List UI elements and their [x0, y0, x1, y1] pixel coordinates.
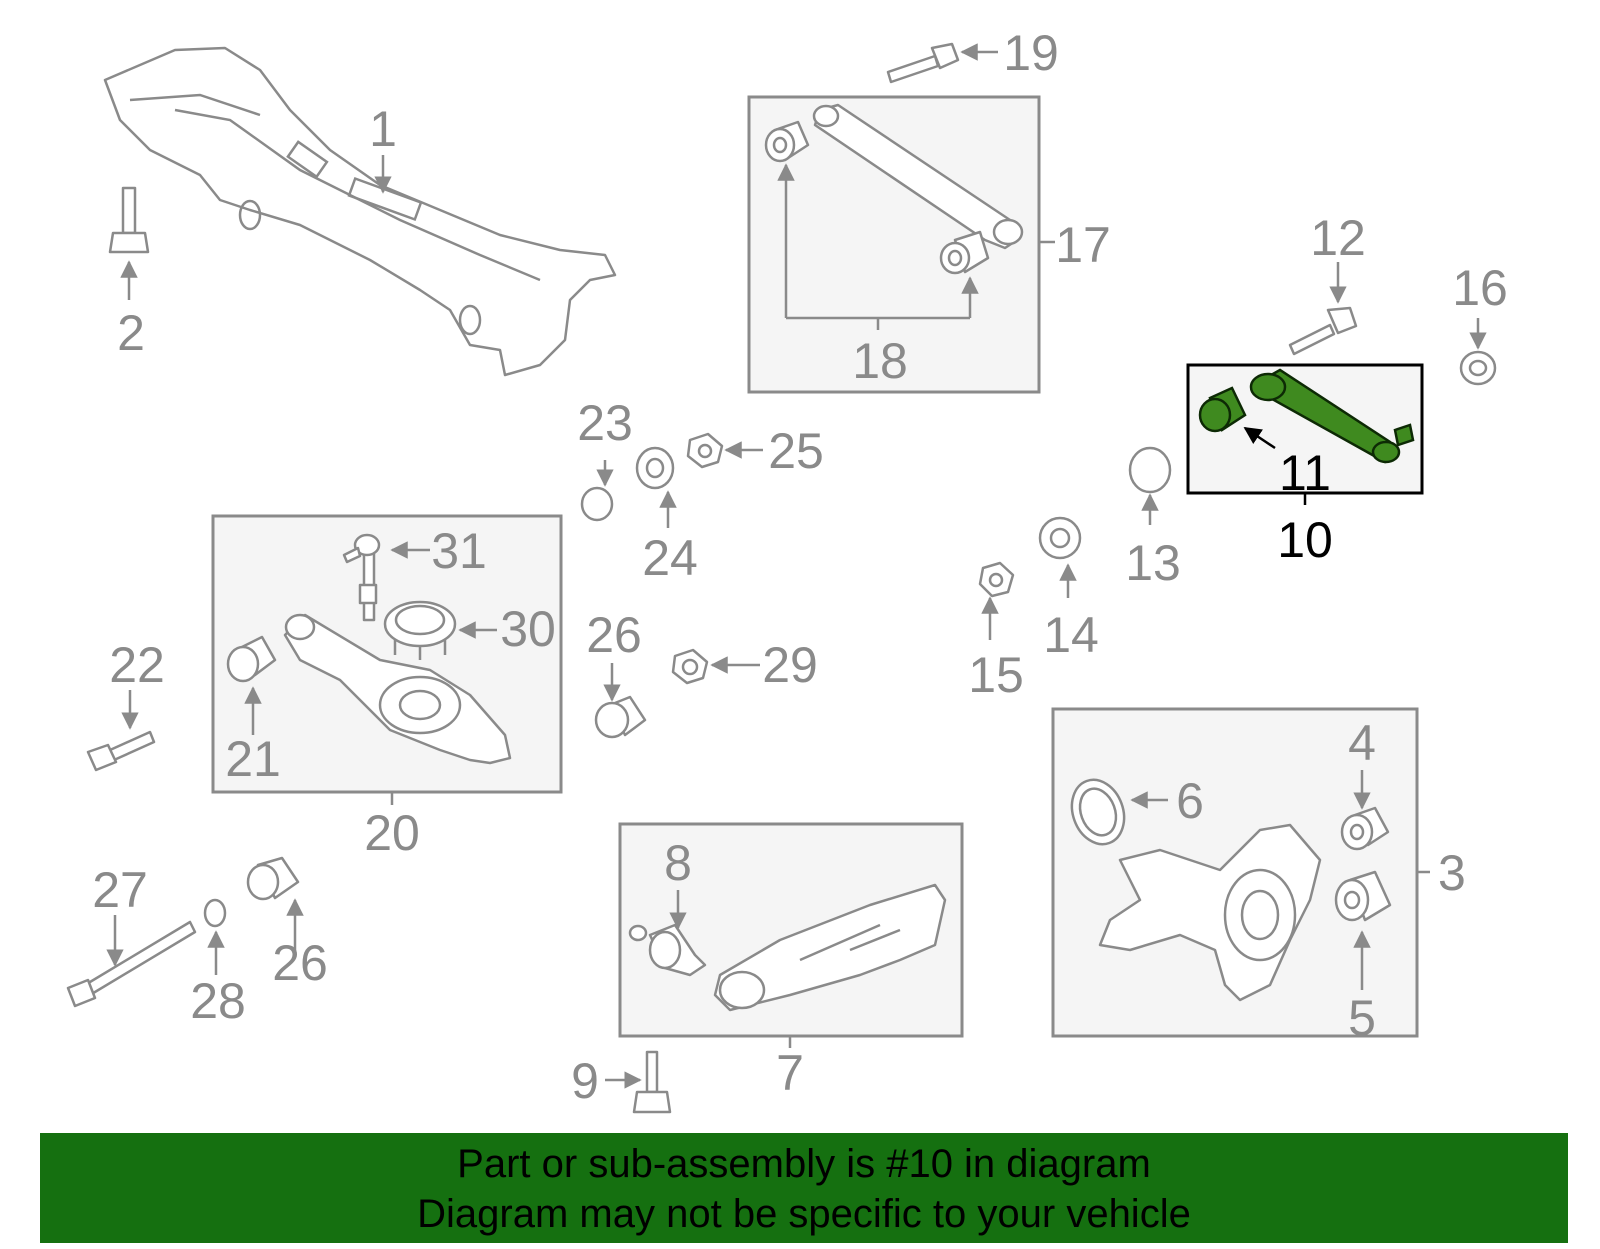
- label-29: 29: [762, 637, 818, 693]
- label-6: 6: [1176, 773, 1204, 829]
- bolt-19-part: [886, 42, 960, 84]
- bushing-21-part: [226, 635, 277, 683]
- label-22: 22: [109, 637, 165, 693]
- bushing-23-part: [580, 486, 614, 522]
- upper-arm-17-part: [812, 103, 1024, 250]
- label-10: 10: [1277, 512, 1333, 568]
- label-11: 11: [1279, 445, 1331, 501]
- label-4: 4: [1348, 715, 1376, 771]
- label-15: 15: [968, 647, 1024, 703]
- label-7: 7: [776, 1045, 804, 1101]
- bushing-11-part: [1198, 386, 1247, 433]
- bushing-26b-part: [246, 856, 300, 901]
- washer-13-part: [1128, 446, 1172, 494]
- label-20: 20: [364, 805, 420, 861]
- spring-seat-30-part: [383, 600, 457, 660]
- label-5: 5: [1348, 990, 1376, 1046]
- stabilizer-link-31-part: [342, 533, 381, 622]
- label-13: 13: [1125, 535, 1181, 591]
- subframe-part: [103, 46, 617, 377]
- lateral-arm-10-part: [1249, 368, 1415, 464]
- banner-line-1: Part or sub-assembly is #10 in diagram: [457, 1142, 1151, 1186]
- label-2: 2: [117, 305, 145, 361]
- washer-28-part: [203, 898, 227, 928]
- label-18: 18: [852, 333, 908, 389]
- trailing-arm-7-part: [713, 883, 947, 1012]
- seal-6-part: [1070, 778, 1126, 846]
- knuckle-3-part: [1098, 823, 1322, 1002]
- bolt-22-part: [86, 730, 156, 772]
- nut-29-part: [671, 648, 709, 685]
- bushing-26a-part: [594, 695, 647, 739]
- label-30: 30: [500, 601, 556, 657]
- nut-25-part: [686, 432, 724, 469]
- label-26b: 26: [272, 935, 328, 991]
- washer-14-part: [1038, 516, 1082, 560]
- washer-24-part: [635, 446, 675, 490]
- label-14: 14: [1043, 607, 1099, 663]
- bolt-12-part: [1288, 306, 1358, 356]
- info-banner: Part or sub-assembly is #10 in diagram D…: [40, 1133, 1568, 1243]
- label-25: 25: [768, 423, 824, 479]
- label-28: 28: [190, 973, 246, 1029]
- label-3: 3: [1438, 845, 1466, 901]
- bushing-16-part: [1459, 350, 1497, 386]
- bolt-9-part: [632, 1050, 672, 1114]
- label-12: 12: [1310, 210, 1366, 266]
- bolt-2-part: [108, 186, 150, 254]
- bolt-27-part: [66, 920, 197, 1008]
- label-8: 8: [664, 835, 692, 891]
- bushing-4-part: [1340, 806, 1390, 851]
- label-27: 27: [92, 862, 148, 918]
- label-26a: 26: [586, 607, 642, 663]
- label-1: 1: [369, 101, 397, 157]
- label-23: 23: [577, 395, 633, 451]
- label-19: 19: [1003, 25, 1059, 81]
- label-31: 31: [431, 523, 487, 579]
- banner-line-2: Diagram may not be specific to your vehi…: [417, 1192, 1191, 1236]
- label-9: 9: [571, 1053, 599, 1109]
- lower-arm-20-part: [283, 613, 512, 765]
- bushing-18b-part: [939, 230, 990, 275]
- label-17: 17: [1055, 217, 1111, 273]
- label-21: 21: [225, 731, 281, 787]
- bushing-18a-part: [764, 120, 810, 163]
- nut-15-part: [978, 561, 1015, 598]
- label-16: 16: [1452, 260, 1508, 316]
- label-24: 24: [642, 530, 698, 586]
- bushing-8-part: [628, 923, 707, 977]
- parts-diagram: 1 2 3 4 5 6 7 8 9 10 11 12 13 14 15 16 1…: [66, 25, 1508, 1114]
- bushing-5-part: [1334, 870, 1392, 922]
